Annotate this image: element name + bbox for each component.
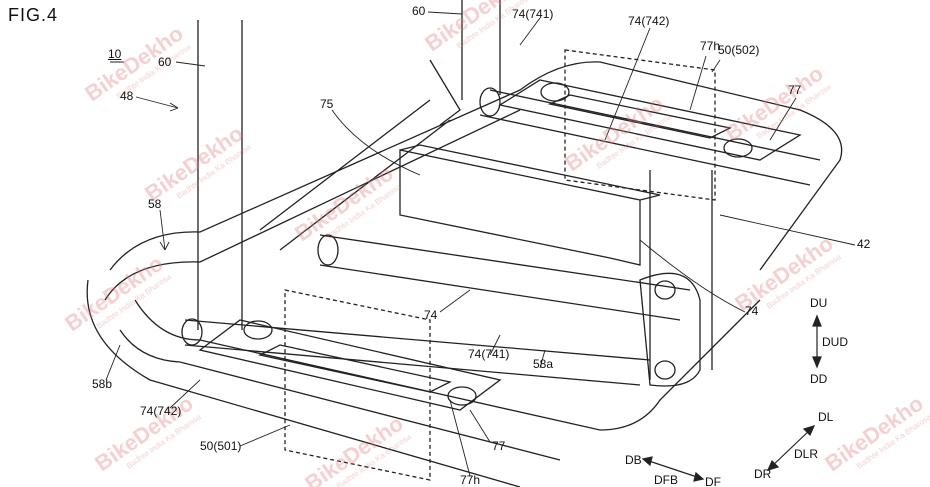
- label-pipe: 58: [148, 197, 162, 211]
- direction-down: DD: [810, 372, 828, 386]
- label-assembly: 10: [108, 47, 122, 61]
- figure-title: FIG.4: [8, 5, 59, 25]
- label-pad-top: 77: [788, 83, 802, 97]
- label-plate-right: 74: [745, 304, 759, 318]
- tube-mid: [319, 234, 691, 321]
- label-plate-742-top: 74(742): [628, 14, 670, 28]
- brace: [259, 59, 461, 251]
- label-pipe-b: 58b: [92, 377, 113, 391]
- label-bracket: 75: [320, 97, 334, 111]
- label-plate-741-top: 74(741): [512, 7, 554, 21]
- leader-lines: [105, 11, 856, 477]
- direction-front: DF: [705, 475, 721, 487]
- slot-bottom: [258, 344, 452, 393]
- direction-back: DB: [625, 453, 642, 467]
- label-pipe-a: 58a: [533, 357, 554, 371]
- label-post-top: 60: [412, 4, 426, 18]
- label-frame: 48: [120, 89, 134, 103]
- label-slot-top: 77h: [700, 39, 721, 53]
- direction-front-back: DFB: [654, 473, 678, 487]
- direction-left-right: DLR: [794, 447, 819, 461]
- direction-up-down: DUD: [822, 335, 848, 349]
- pipe-frame: [86, 61, 843, 487]
- box-501: [284, 289, 431, 481]
- label-box-502: 50(502): [718, 43, 760, 57]
- tube-front: [184, 319, 651, 386]
- plate-top: [498, 79, 802, 161]
- post-right: [649, 170, 713, 380]
- label-pad-bottom: 77: [492, 439, 506, 453]
- label-plate-741-bottom: 74(741): [468, 347, 510, 361]
- label-plate-742-bottom: 74(742): [140, 404, 182, 418]
- direction-arrows: [641, 314, 822, 482]
- direction-up: DU: [810, 296, 828, 310]
- bracket-75: [399, 144, 661, 266]
- box-502: [564, 49, 716, 201]
- direction-right: DR: [754, 467, 772, 481]
- label-box-501: 50(501): [200, 439, 242, 453]
- direction-left: DL: [818, 410, 834, 424]
- post-left: [197, 20, 243, 330]
- flange: [639, 272, 701, 387]
- label-post-left: 60: [158, 55, 172, 69]
- plate-bottom: [198, 319, 502, 411]
- post-top: [461, 0, 501, 100]
- tube-back: [479, 89, 821, 186]
- label-member: 42: [857, 237, 871, 251]
- label-slot-bottom: 77h: [460, 473, 481, 487]
- label-plate-mid: 74: [424, 308, 438, 322]
